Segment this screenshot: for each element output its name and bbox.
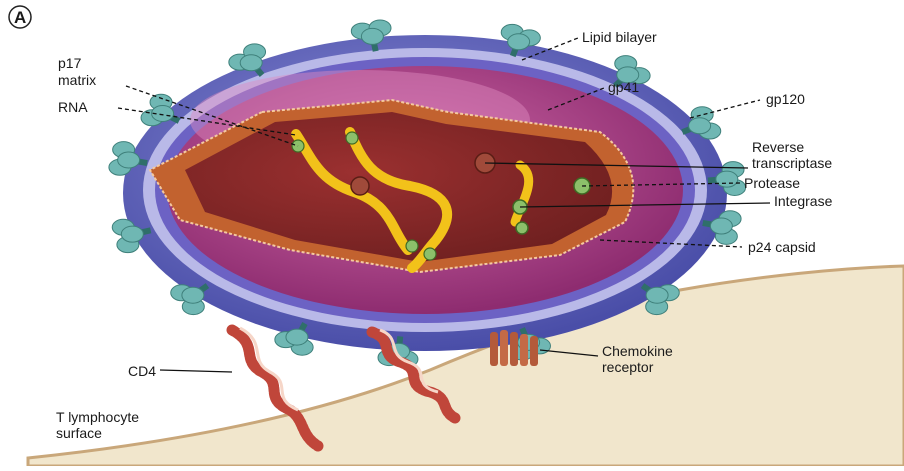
gp120-lobe <box>361 28 383 44</box>
gp120-lobe <box>508 34 530 50</box>
reverse-transcriptase-particle-2 <box>351 177 369 195</box>
label-p17-line1: p17 <box>58 55 82 71</box>
gp120-lobe <box>689 118 711 134</box>
panel-letter-a: A <box>9 6 31 28</box>
label-chemokine-receptor-line1: Chemokine <box>602 343 673 359</box>
label-t-lymphocyte-line2: surface <box>56 425 102 441</box>
gp120-lobe <box>121 226 143 242</box>
label-integrase: Integrase <box>774 193 833 209</box>
label-chemokine-receptor-line2: receptor <box>602 359 654 375</box>
leader-cd4 <box>160 370 232 372</box>
label-gp120: gp120 <box>766 91 805 107</box>
label-t-lymphocyte-line1: T lymphocyte <box>56 409 139 425</box>
envelope-spike <box>229 44 266 75</box>
label-reverse-transcriptase-line2: transcriptase <box>752 155 832 171</box>
label-lipid-bilayer: Lipid bilayer <box>582 29 657 45</box>
label-rna: RNA <box>58 99 88 115</box>
gp120-lobe <box>182 287 204 303</box>
gp120-lobe <box>240 55 262 71</box>
label-p17-line2: matrix <box>58 72 96 88</box>
integrase-particle-2 <box>516 222 528 234</box>
label-cd4: CD4 <box>128 363 156 379</box>
gp120-lobe <box>286 329 308 345</box>
label-p24-capsid: p24 capsid <box>748 239 816 255</box>
label-gp41: gp41 <box>608 79 639 95</box>
gp120-lobe <box>710 218 732 234</box>
gp120-lobe <box>716 171 738 187</box>
rna-bound-protein-3 <box>406 240 418 252</box>
label-reverse-transcriptase-line1: Reverse <box>752 139 804 155</box>
rna-bound-protein-4 <box>424 248 436 260</box>
rna-bound-protein-2 <box>346 132 358 144</box>
gp120-lobe <box>646 287 668 303</box>
label-protease: Protease <box>744 175 800 191</box>
envelope-spike <box>171 285 208 315</box>
gp120-lobe <box>118 152 140 168</box>
panel-letter-text: A <box>14 8 26 27</box>
